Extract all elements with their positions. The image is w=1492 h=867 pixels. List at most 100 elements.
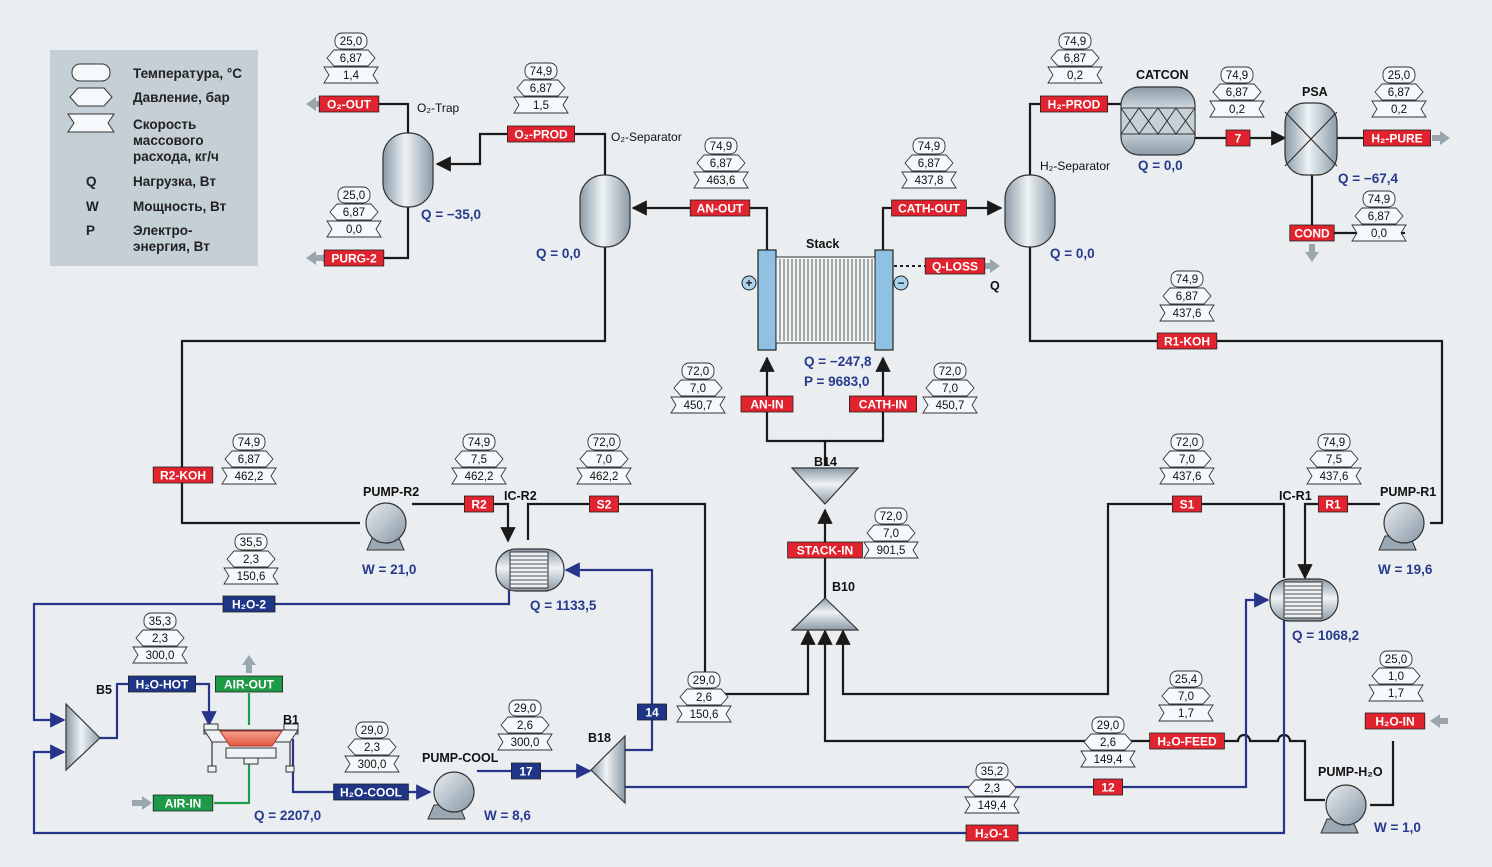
stream-h2o-in-data: 25,01,01,7	[1368, 650, 1424, 702]
psa-q: Q = −67,4	[1338, 171, 1399, 186]
flow-value: 463,6	[707, 175, 736, 187]
o2-separator	[579, 174, 631, 248]
pressure-symbol	[69, 87, 113, 107]
stream-o2-out-label: O₂-OUT	[318, 95, 380, 113]
stream-label-text: H₂O-2	[232, 598, 266, 612]
stream-h2o-feed-data: 25,47,01,7	[1158, 670, 1214, 722]
flow-value: 149,4	[978, 800, 1007, 812]
stream-label-text: COND	[1294, 227, 1330, 241]
b18-splitter	[590, 734, 626, 805]
legend-p-desc-2: энергия, Вт	[133, 239, 210, 254]
stream-h2o-2-label: H₂O-2	[222, 595, 276, 613]
stream-label-text: O₂-PROD	[514, 128, 568, 142]
temperature-value: 29,0	[514, 703, 536, 715]
pressure-value: 7,0	[1179, 454, 1195, 466]
legend-p-desc-1: Электро-	[133, 223, 193, 238]
stream-label-text: R1	[1325, 498, 1341, 512]
pump-cool-w: W = 8,6	[484, 808, 531, 823]
flow-value: 150,6	[237, 571, 266, 583]
stream-label-text: AIR-OUT	[224, 678, 275, 692]
o2-separator-name: O₂-Separator	[611, 130, 682, 144]
flow-value: 450,7	[936, 400, 965, 412]
stream-s12-label: 12	[1093, 778, 1124, 796]
water-lines	[32, 562, 1286, 835]
pressure-value: 6,87	[918, 158, 940, 170]
stream-air-in-label: AIR-IN	[152, 794, 214, 812]
pressure-value: 7,0	[596, 454, 612, 466]
stream-r1-label: R1	[1318, 495, 1349, 513]
legend-w-desc: Мощность, Вт	[133, 199, 227, 214]
pressure-value: 2,3	[243, 554, 259, 566]
legend-q-key: Q	[86, 174, 97, 189]
h2-separator-q: Q = 0,0	[1050, 246, 1095, 261]
anode-plus-icon	[741, 275, 757, 291]
stream-label-text: R1-KOH	[1164, 335, 1210, 349]
stream-an-out-label: AN-OUT	[689, 199, 751, 217]
pump-cool	[427, 771, 475, 820]
ic-r2-q: Q = 1133,5	[530, 598, 597, 613]
temperature-value: 29,0	[1097, 720, 1119, 732]
stream-s2-label: S2	[589, 495, 620, 513]
stream-cond-data: 74,96,870,0	[1351, 190, 1407, 242]
pressure-value: 2,6	[696, 692, 712, 704]
h2-pure-arrow-icon	[1432, 131, 1450, 145]
flow-value: 300,0	[146, 650, 175, 662]
stream-label-text: H₂O-IN	[1375, 715, 1414, 729]
stream-purg2-data: 25,06,870,0	[326, 186, 382, 238]
flow-value: 462,2	[590, 471, 619, 483]
pressure-value: 7,0	[1178, 691, 1194, 703]
o2-out-arrow-icon	[306, 97, 324, 111]
stream-purg2-label: PURG-2	[323, 249, 385, 267]
stack-q: Q = −247,8	[804, 354, 872, 369]
pressure-value: 2,6	[1100, 737, 1116, 749]
temperature-value: 25,0	[340, 36, 362, 48]
b1-q: Q = 2207,0	[254, 808, 321, 823]
stream-s14-label: 14	[637, 703, 668, 721]
stream-h2-pure-data: 25,06,870,2	[1371, 66, 1427, 118]
stream-s1-label: S1	[1172, 495, 1203, 513]
catcon-name: CATCON	[1136, 68, 1189, 82]
stream-data-boxes: 25,06,871,425,06,870,074,96,871,574,96,8…	[132, 32, 1427, 814]
legend-flow-1: Скорость	[133, 117, 196, 132]
temperature-value: 74,9	[468, 437, 490, 449]
temperature-value: 72,0	[1176, 437, 1198, 449]
temperature-value: 74,9	[918, 141, 940, 153]
temperature-value: 74,9	[1323, 437, 1345, 449]
flow-value: 1,4	[343, 70, 360, 82]
legend: Температура, °C Давление, бар Скорость м…	[50, 50, 258, 266]
stream-cath-in-label: CATH-IN	[849, 395, 918, 413]
temperature-value: 72,0	[880, 511, 902, 523]
flow-value: 0,2	[1391, 104, 1407, 116]
flow-value: 462,2	[465, 471, 494, 483]
stream-h2o-1-label: H₂O-1	[965, 824, 1019, 842]
temperature-value: 72,0	[687, 366, 709, 378]
pressure-value: 7,0	[942, 383, 958, 395]
stream-label-text: AN-OUT	[697, 202, 744, 216]
stream-s1-data: 72,0 7,0 437,6	[1159, 433, 1215, 485]
cond-arrow-icon	[1305, 244, 1319, 262]
pressure-value: 6,87	[1226, 87, 1248, 99]
temperature-value: 25,0	[1385, 654, 1407, 666]
legend-w-key: W	[86, 199, 99, 214]
stream-stack-in-label: STACK-IN	[787, 541, 863, 559]
pressure-value: 2,6	[517, 720, 533, 732]
air-out-arrow-icon	[242, 655, 256, 673]
stream-cath-out-label: CATH-OUT	[891, 199, 967, 217]
stream-s7-label: 7	[1225, 129, 1251, 147]
stream-an-in-label: AN-IN	[740, 395, 794, 413]
process-lines	[180, 96, 1444, 807]
psa	[1284, 102, 1338, 176]
legend-pressure: Давление, бар	[133, 90, 230, 105]
pump-r1-w: W = 19,6	[1378, 562, 1433, 577]
flow-value: 437,6	[1173, 471, 1202, 483]
b1-name: B1	[283, 713, 299, 727]
